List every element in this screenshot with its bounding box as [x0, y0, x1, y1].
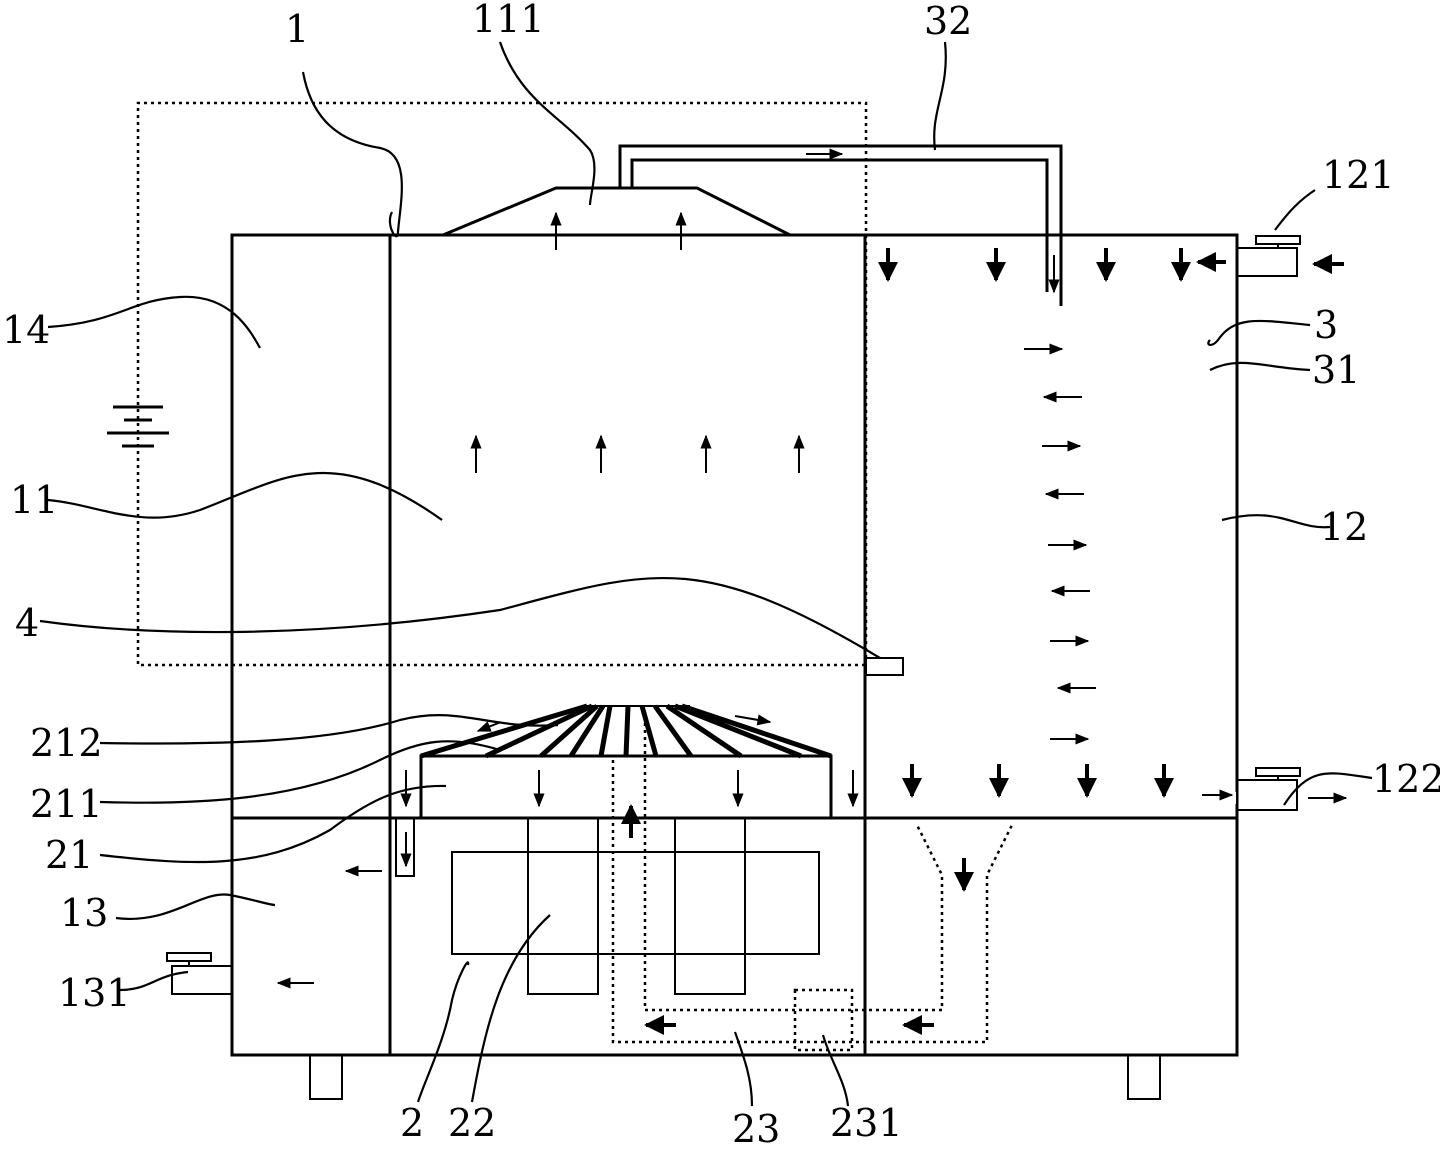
label-12: 12	[1320, 505, 1368, 549]
label-131: 131	[58, 971, 131, 1015]
leader-lines	[39, 41, 1373, 1107]
housing	[230, 233, 1239, 1100]
dotted-circuit	[136, 101, 1014, 1052]
battery-icon	[107, 405, 169, 448]
label-21: 21	[45, 833, 93, 877]
exhaust-hood	[442, 186, 791, 237]
label-13: 13	[60, 891, 108, 935]
label-111: 111	[472, 0, 545, 41]
inlet-valve	[1236, 235, 1301, 277]
label-211: 211	[30, 782, 103, 826]
label-11: 11	[10, 478, 58, 522]
label-231: 231	[830, 1101, 903, 1145]
fan-unit	[451, 817, 820, 995]
outlet-valve	[1236, 767, 1301, 811]
label-1: 1	[285, 7, 309, 51]
label-212: 212	[30, 721, 103, 765]
label-2: 2	[400, 1101, 424, 1145]
foot-left	[309, 1054, 343, 1100]
label-4: 4	[15, 601, 39, 645]
label-22: 22	[448, 1101, 496, 1145]
return-pipe	[618, 144, 1063, 306]
burner	[411, 703, 840, 820]
label-122: 122	[1372, 757, 1440, 801]
serpentine-coil	[893, 293, 1237, 804]
label-32: 32	[924, 0, 972, 43]
bold-flow-arrows	[621, 248, 1344, 1035]
burner-fins	[420, 703, 832, 759]
drain-valve	[166, 952, 233, 995]
label-3: 3	[1314, 303, 1338, 347]
condensate-box	[793, 988, 854, 1052]
drain-tube	[395, 817, 415, 877]
label-31: 31	[1312, 348, 1360, 392]
foot-right	[1127, 1054, 1161, 1100]
sensor	[865, 657, 904, 676]
flow-arrows	[276, 148, 1348, 989]
label-121: 121	[1322, 153, 1395, 197]
label-14: 14	[2, 308, 50, 352]
label-23: 23	[732, 1107, 780, 1151]
